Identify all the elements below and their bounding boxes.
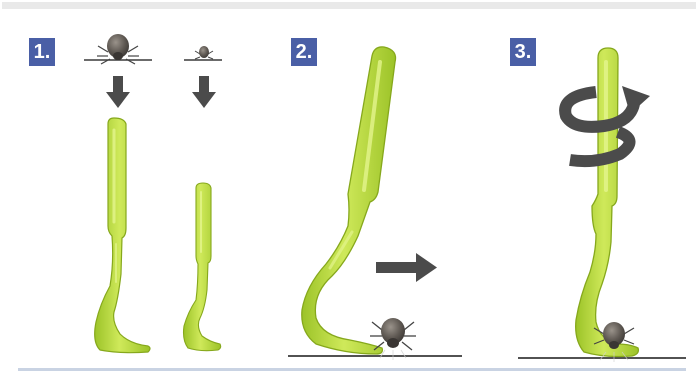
step-3-panel bbox=[518, 48, 686, 362]
tick-icon bbox=[195, 46, 213, 59]
step-1-panel bbox=[84, 34, 222, 353]
arrow-down-icon bbox=[192, 76, 216, 108]
tilted-tick-hook bbox=[302, 47, 396, 354]
small-tick-hook bbox=[184, 183, 221, 351]
bottom-divider bbox=[18, 368, 686, 371]
arrow-down-icon bbox=[106, 76, 130, 108]
arrow-right-icon bbox=[376, 253, 437, 282]
step-2-panel bbox=[288, 47, 462, 360]
large-tick-hook bbox=[95, 118, 150, 353]
